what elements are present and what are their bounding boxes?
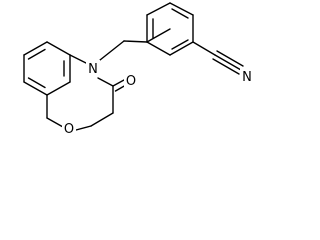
bond xyxy=(23,41,48,56)
bond xyxy=(146,41,171,56)
bond xyxy=(146,28,171,43)
aromatic-double-bond xyxy=(171,39,189,50)
phenyl-ring xyxy=(146,2,194,56)
bond xyxy=(75,125,92,131)
aromatic-double-bond xyxy=(27,48,46,60)
oxazinone-ring xyxy=(69,54,114,131)
bond xyxy=(146,2,171,16)
bond xyxy=(192,41,216,56)
ring-oxygen-label: O xyxy=(64,122,74,137)
ring-nitrogen-label: N xyxy=(88,62,98,77)
carbonyl-bond xyxy=(112,79,125,87)
bond xyxy=(169,2,194,16)
bond xyxy=(46,81,71,96)
bond xyxy=(46,41,71,56)
bond xyxy=(97,77,114,87)
bond xyxy=(169,41,194,56)
nitrile-nitrogen-label: N xyxy=(242,70,252,85)
carbonyl-oxygen-label: O xyxy=(126,74,136,89)
aromatic-double-bond xyxy=(27,77,46,89)
bond xyxy=(123,40,148,43)
bond xyxy=(23,81,48,96)
benzo-ring xyxy=(23,41,71,96)
nitrile-bond xyxy=(214,54,242,71)
bond xyxy=(90,112,114,127)
bond xyxy=(46,117,64,128)
molecule-structure: N O O N xyxy=(23,2,254,137)
atom-label-bg xyxy=(124,73,138,89)
bond xyxy=(69,54,89,65)
aromatic-double-bond xyxy=(171,8,189,19)
bond xyxy=(99,40,125,61)
nitrile-bond xyxy=(212,58,240,75)
atom-label-bg xyxy=(86,60,100,76)
nitrile-bond xyxy=(216,50,244,67)
atom-label-bg xyxy=(240,68,254,84)
atom-label-bg xyxy=(62,120,76,136)
